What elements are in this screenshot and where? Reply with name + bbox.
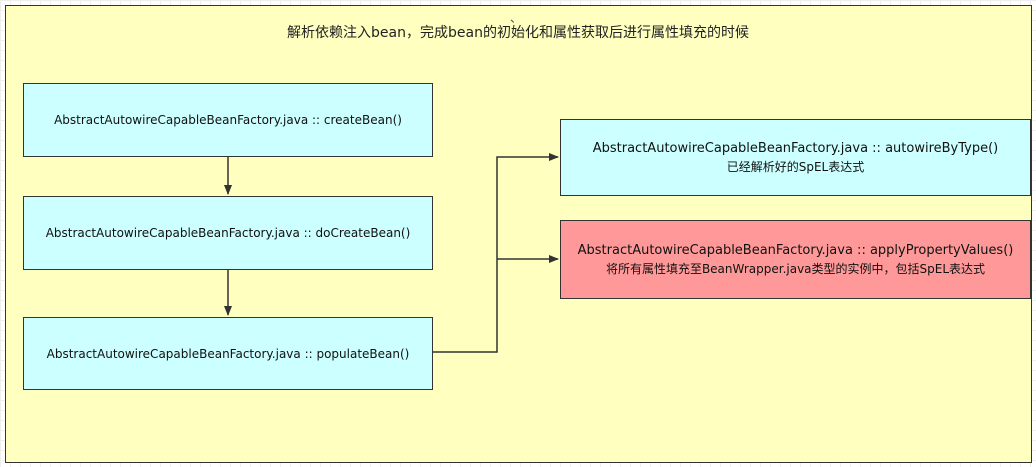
diagram-title: 解析依赖注入bean，完成bean的初始化和属性获取后进行属性填充的时候	[287, 25, 749, 41]
arrow-populate-to-autowire	[433, 153, 559, 353]
node-create-bean: AbstractAutowireCapableBeanFactory.java …	[23, 83, 433, 157]
node-apply-property-values-title: AbstractAutowireCapableBeanFactory.java …	[577, 242, 1014, 258]
node-autowire-by-type-subtitle: 已经解析好的SpEL表达式	[726, 159, 865, 174]
node-do-create-bean: AbstractAutowireCapableBeanFactory.java …	[23, 196, 433, 270]
node-autowire-by-type-title: AbstractAutowireCapableBeanFactory.java …	[592, 140, 999, 156]
node-apply-property-values-subtitle: 将所有属性填充至BeanWrapper.java类型的实例中，包括SpEL表达式	[605, 261, 986, 276]
node-populate-bean-label: AbstractAutowireCapableBeanFactory.java …	[46, 346, 410, 361]
node-autowire-by-type: AbstractAutowireCapableBeanFactory.java …	[560, 119, 1031, 196]
node-do-create-bean-label: AbstractAutowireCapableBeanFactory.java …	[45, 226, 411, 240]
node-populate-bean: AbstractAutowireCapableBeanFactory.java …	[23, 317, 433, 390]
node-create-bean-label: AbstractAutowireCapableBeanFactory.java …	[54, 113, 402, 127]
tick-mark: 、	[510, 11, 523, 25]
node-apply-property-values: AbstractAutowireCapableBeanFactory.java …	[560, 220, 1031, 299]
